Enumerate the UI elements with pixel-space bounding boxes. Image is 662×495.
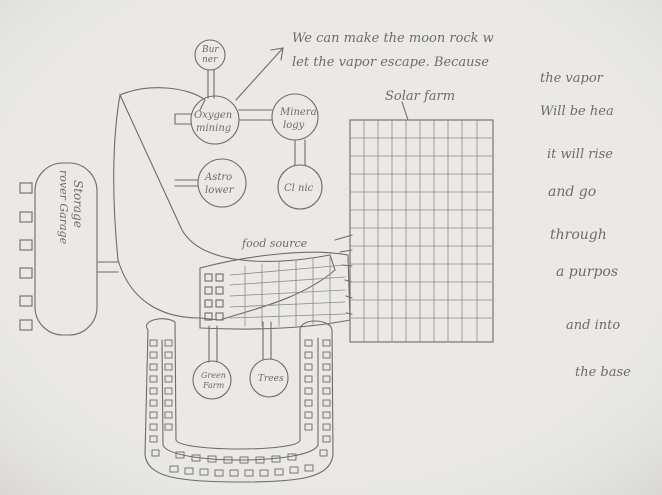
burner-module bbox=[194, 39, 226, 71]
solar-farm-grid bbox=[349, 119, 494, 343]
burner-label-1: Bur bbox=[201, 45, 219, 55]
note-line-3: the vapor bbox=[540, 71, 604, 86]
greenhouse-module bbox=[192, 360, 232, 400]
trees-label: Trees bbox=[258, 374, 284, 384]
burner-label-2: ner bbox=[202, 55, 218, 65]
waste-storage-module bbox=[34, 162, 98, 336]
trees-module bbox=[249, 358, 289, 398]
arrow-head bbox=[270, 47, 284, 61]
astronomer-label-2: lower bbox=[205, 185, 235, 196]
oxygen-label-2: mining bbox=[196, 123, 231, 134]
storage-label-1: rover Garage bbox=[57, 170, 70, 245]
food-source-grid bbox=[229, 256, 346, 327]
astronomer-label-1: Astro bbox=[204, 172, 232, 183]
mineralogy-label-2: logy bbox=[283, 120, 305, 131]
corridor-tiles bbox=[149, 339, 331, 477]
note-line-9: and into bbox=[566, 318, 620, 333]
note-line-2: let the vapor escape. Because bbox=[292, 55, 489, 70]
greenhouse-label-2: Farm bbox=[202, 381, 225, 390]
greenhouse-label-1: Green bbox=[201, 371, 226, 380]
mineralogy-label-1: Minera bbox=[279, 107, 317, 118]
corridor-outer bbox=[144, 318, 334, 483]
note-line-6: and go bbox=[548, 184, 596, 200]
note-line-5: it will rise bbox=[547, 147, 613, 162]
solar-farm-label: Solar farm bbox=[385, 89, 455, 104]
note-line-7: through bbox=[550, 227, 607, 243]
note-line-8: a purpos bbox=[556, 264, 618, 280]
storage-tabs bbox=[19, 182, 33, 331]
module-labels: Bur ner Oxygen mining Minera logy Astro … bbox=[57, 45, 317, 390]
food-source-tiles bbox=[204, 273, 224, 321]
food-source-label: food source bbox=[241, 237, 308, 250]
storage-label-2: Storage bbox=[71, 180, 85, 228]
clinic-label: Cl nic bbox=[284, 183, 314, 194]
clinic-module bbox=[277, 164, 323, 210]
oxygen-label-1: Oxygen bbox=[194, 110, 232, 121]
solar-farm-panel bbox=[349, 119, 494, 343]
solar-farm-pointer bbox=[401, 101, 409, 121]
arrow-line bbox=[235, 47, 284, 101]
note-line-10: the base bbox=[575, 365, 631, 380]
note-line-1: We can make the moon rock w bbox=[292, 31, 494, 46]
astronomer-module bbox=[197, 158, 247, 208]
note-line-4: Will be hea bbox=[540, 104, 614, 119]
handwritten-note: We can make the moon rock w let the vapo… bbox=[292, 31, 631, 380]
